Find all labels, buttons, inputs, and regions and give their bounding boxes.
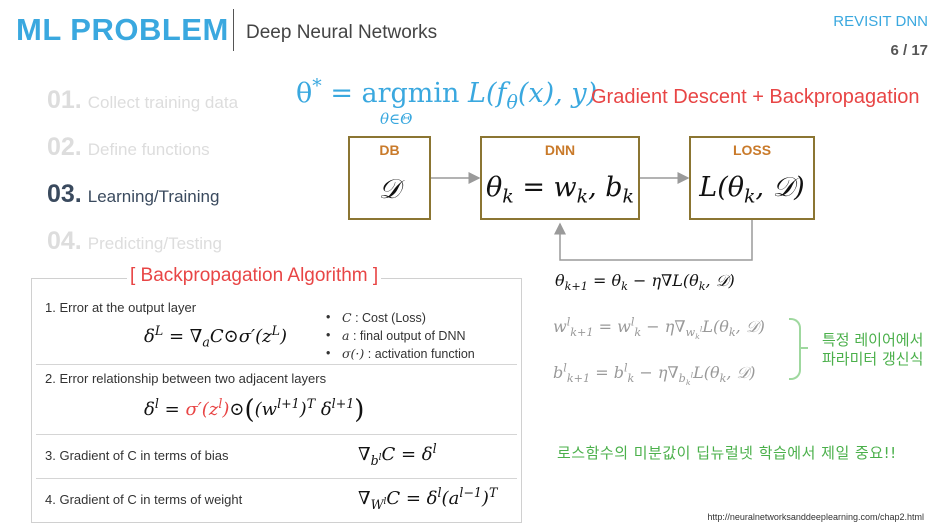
step-number: 03.	[47, 180, 82, 208]
row-divider	[36, 478, 517, 479]
backprop-heading: [ Backpropagation Algorithm ]	[127, 265, 382, 287]
title-divider	[233, 9, 234, 51]
objective-subscript: θ∈Θ	[380, 110, 413, 128]
layer-update-note: 특정 레이어에서 파라미터 갱신식	[822, 331, 923, 369]
bp-row-4-equation: ∇WlC = δl(al−1)T	[358, 485, 498, 512]
bp-row-1-equation: δL = ∇aC⊙σ′(zL)	[144, 323, 288, 350]
step-label: Define functions	[87, 140, 210, 159]
note-line-1: 특정 레이어에서	[822, 331, 924, 349]
note-line-2: 파라미터 갱신식	[822, 350, 924, 368]
bp-row-1-text: 1. Error at the output layer	[45, 300, 197, 315]
bp-row-3-equation: ∇blC = δl	[358, 441, 437, 468]
db-label: DB	[379, 142, 400, 158]
objective-formula: θ* = argmin L(fθ(x), y)	[296, 75, 598, 114]
backprop-panel: 1. Error at the output layer δL = ∇aC⊙σ′…	[31, 278, 522, 523]
legend-item: σ(·) : activation function	[324, 345, 475, 363]
theta-update-equation: θk+1 = θk − η∇L(θk, 𝒟)	[555, 271, 735, 294]
db-box: DB 𝒟	[348, 136, 431, 220]
step-number: 04.	[47, 227, 82, 255]
bp-row-3-text: 3. Gradient of C in terms of bias	[45, 448, 229, 463]
section-label: REVISIT DNN	[833, 13, 928, 30]
loss-label: LOSS	[732, 142, 772, 158]
feedback-arrow	[554, 220, 753, 261]
step-label: Learning/Training	[87, 187, 220, 206]
source-url: http://neuralnetworksanddeeplearning.com…	[707, 512, 924, 522]
page-number: 6 / 17	[890, 42, 928, 59]
step-03: 03. Learning/Training	[47, 180, 219, 209]
step-04: 04. Predicting/Testing	[47, 227, 222, 256]
method-label: Gradient Descent + Backpropagation	[591, 86, 920, 108]
bp-row-4-text: 4. Gradient of C in terms of weight	[45, 492, 243, 507]
legend-item: C : Cost (Loss)	[324, 309, 475, 327]
step-01: 01. Collect training data	[47, 86, 238, 115]
legend-item: a : final output of DNN	[324, 327, 475, 345]
bias-update-equation: blk+1 = blk − η∇bklL(θk, 𝒟)	[553, 361, 756, 388]
update-brace	[789, 318, 801, 380]
dnn-label: DNN	[544, 142, 576, 158]
importance-note: 로스함수의 미분값이 딥뉴럴넷 학습에서 제일 중요!!	[557, 444, 897, 462]
loss-box: LOSS L(θk, 𝒟)	[689, 136, 815, 220]
page-title: ML PROBLEM	[16, 12, 229, 47]
loss-math: L(θk, 𝒟)	[699, 172, 805, 208]
step-label: Predicting/Testing	[87, 234, 222, 253]
step-number: 02.	[47, 133, 82, 161]
row-divider	[36, 364, 517, 365]
weight-update-equation: wlk+1 = wlk − η∇wklL(θk, 𝒟)	[553, 315, 765, 342]
dnn-math: θk = wk, bk	[486, 172, 634, 208]
step-02: 02. Define functions	[47, 133, 210, 162]
db-math: 𝒟	[378, 174, 401, 205]
page-subtitle: Deep Neural Networks	[246, 22, 438, 43]
row-divider	[36, 434, 517, 435]
update-brace-tip	[801, 347, 808, 349]
step-label: Collect training data	[87, 93, 239, 112]
dnn-box: DNN θk = wk, bk	[480, 136, 640, 220]
bp-row-2-equation: δl = σ′(zl)⊙((wl+1)T δl+1)	[144, 395, 365, 425]
symbol-legend: C : Cost (Loss) a : final output of DNN …	[324, 309, 475, 363]
bp-row-2-text: 2. Error relationship between two adjace…	[45, 371, 327, 386]
step-number: 01.	[47, 86, 82, 114]
